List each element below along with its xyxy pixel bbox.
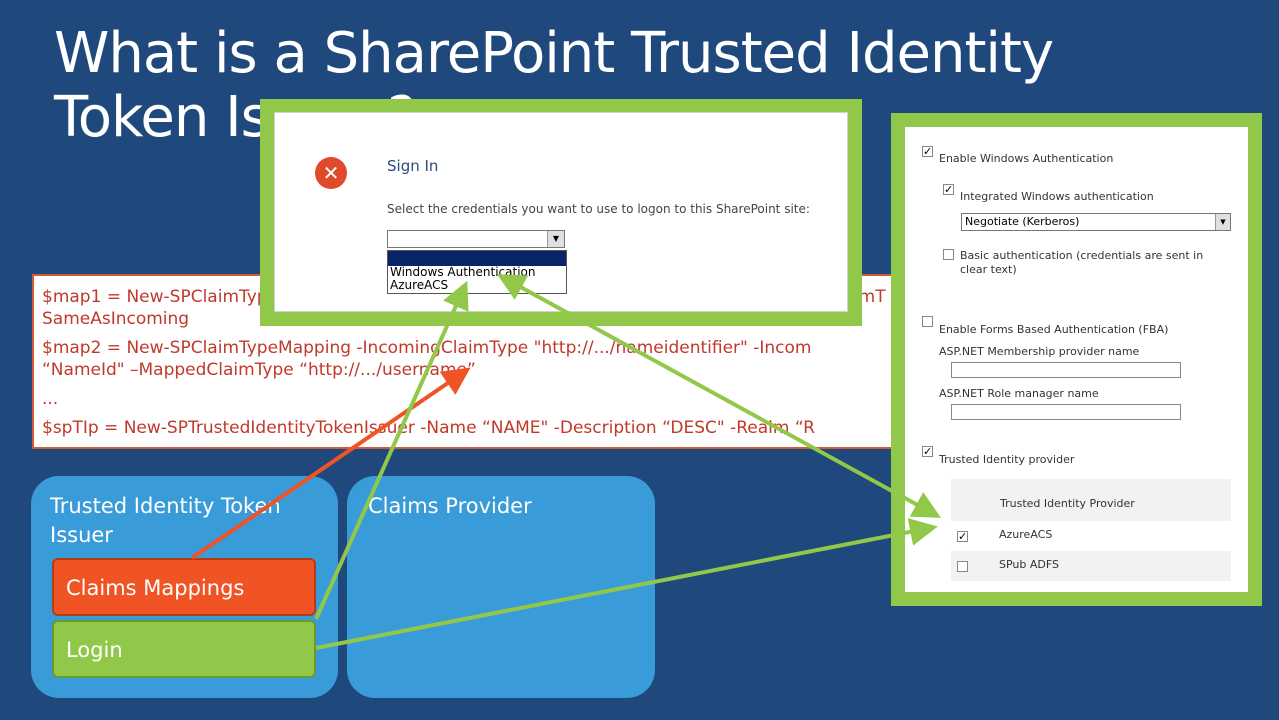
integrated-checkbox[interactable]: ✓ <box>943 183 954 196</box>
enable-windows-checkbox[interactable]: ✓ <box>922 145 933 158</box>
error-icon: ✕ <box>315 157 347 189</box>
token-issuer-title: Trusted Identity Token Issuer <box>50 494 281 547</box>
spub-adfs-checkbox[interactable] <box>957 561 968 572</box>
membership-input[interactable] <box>951 362 1181 378</box>
integrated-label: Integrated Windows authentication <box>960 190 1154 203</box>
arrow-login-to-provider <box>315 518 938 650</box>
enable-windows-label: Enable Windows Authentication <box>939 152 1114 165</box>
basic-auth-label: Basic authentication (credentials are se… <box>960 249 1204 262</box>
auth-settings: ✓ Enable Windows Authentication ✓ Integr… <box>905 127 1248 592</box>
code-line: “NameId" –MappedClaimType “http://.../us… <box>42 360 476 380</box>
claims-mappings-button[interactable]: Claims Mappings <box>52 558 316 616</box>
credentials-select[interactable]: ▼ <box>387 230 565 248</box>
trusted-provider-label: Trusted Identity provider <box>939 453 1075 466</box>
code-line: ... <box>42 389 59 409</box>
credentials-dropdown-list: Windows Authentication AzureACS <box>387 250 567 294</box>
provider-spub-adfs: SPub ADFS <box>999 558 1059 571</box>
arrow-claims-mappings <box>190 367 471 560</box>
negotiate-value: Negotiate (Kerberos) <box>965 215 1080 228</box>
enable-fba-label: Enable Forms Based Authentication (FBA) <box>939 323 1169 336</box>
table-row <box>951 551 1231 581</box>
azureacs-checkbox[interactable]: ✓ <box>957 530 968 543</box>
basic-auth-label-2: clear text) <box>960 263 1017 276</box>
trusted-provider-table: Trusted Identity Provider ✓ AzureACS SPu… <box>951 479 1231 581</box>
code-line: SameAsIncoming <box>42 309 190 329</box>
signin-description: Select the credentials you want to use t… <box>387 202 810 216</box>
chevron-down-icon[interactable]: ▼ <box>547 231 564 247</box>
negotiate-select[interactable]: Negotiate (Kerberos) ▼ <box>961 213 1231 231</box>
signin-title: Sign In <box>387 157 439 175</box>
arrow-azureacs-link <box>496 274 942 518</box>
table-header: Trusted Identity Provider <box>1000 497 1135 510</box>
chevron-down-icon[interactable]: ▼ <box>1215 214 1230 230</box>
table-row <box>951 479 1231 521</box>
auth-settings-frame: ✓ Enable Windows Authentication ✓ Integr… <box>891 113 1262 606</box>
arrow-login-to-signin <box>314 280 469 620</box>
option-azureacs[interactable]: AzureACS <box>390 278 449 292</box>
role-manager-label: ASP.NET Role manager name <box>939 387 1099 400</box>
role-manager-input[interactable] <box>951 404 1181 420</box>
provider-azureacs: AzureACS <box>999 528 1053 541</box>
login-button[interactable]: Login <box>52 620 316 678</box>
membership-label: ASP.NET Membership provider name <box>939 345 1140 358</box>
basic-auth-checkbox[interactable] <box>943 249 954 260</box>
table-row <box>951 521 1231 551</box>
highlighted-empty-option[interactable] <box>388 251 566 266</box>
